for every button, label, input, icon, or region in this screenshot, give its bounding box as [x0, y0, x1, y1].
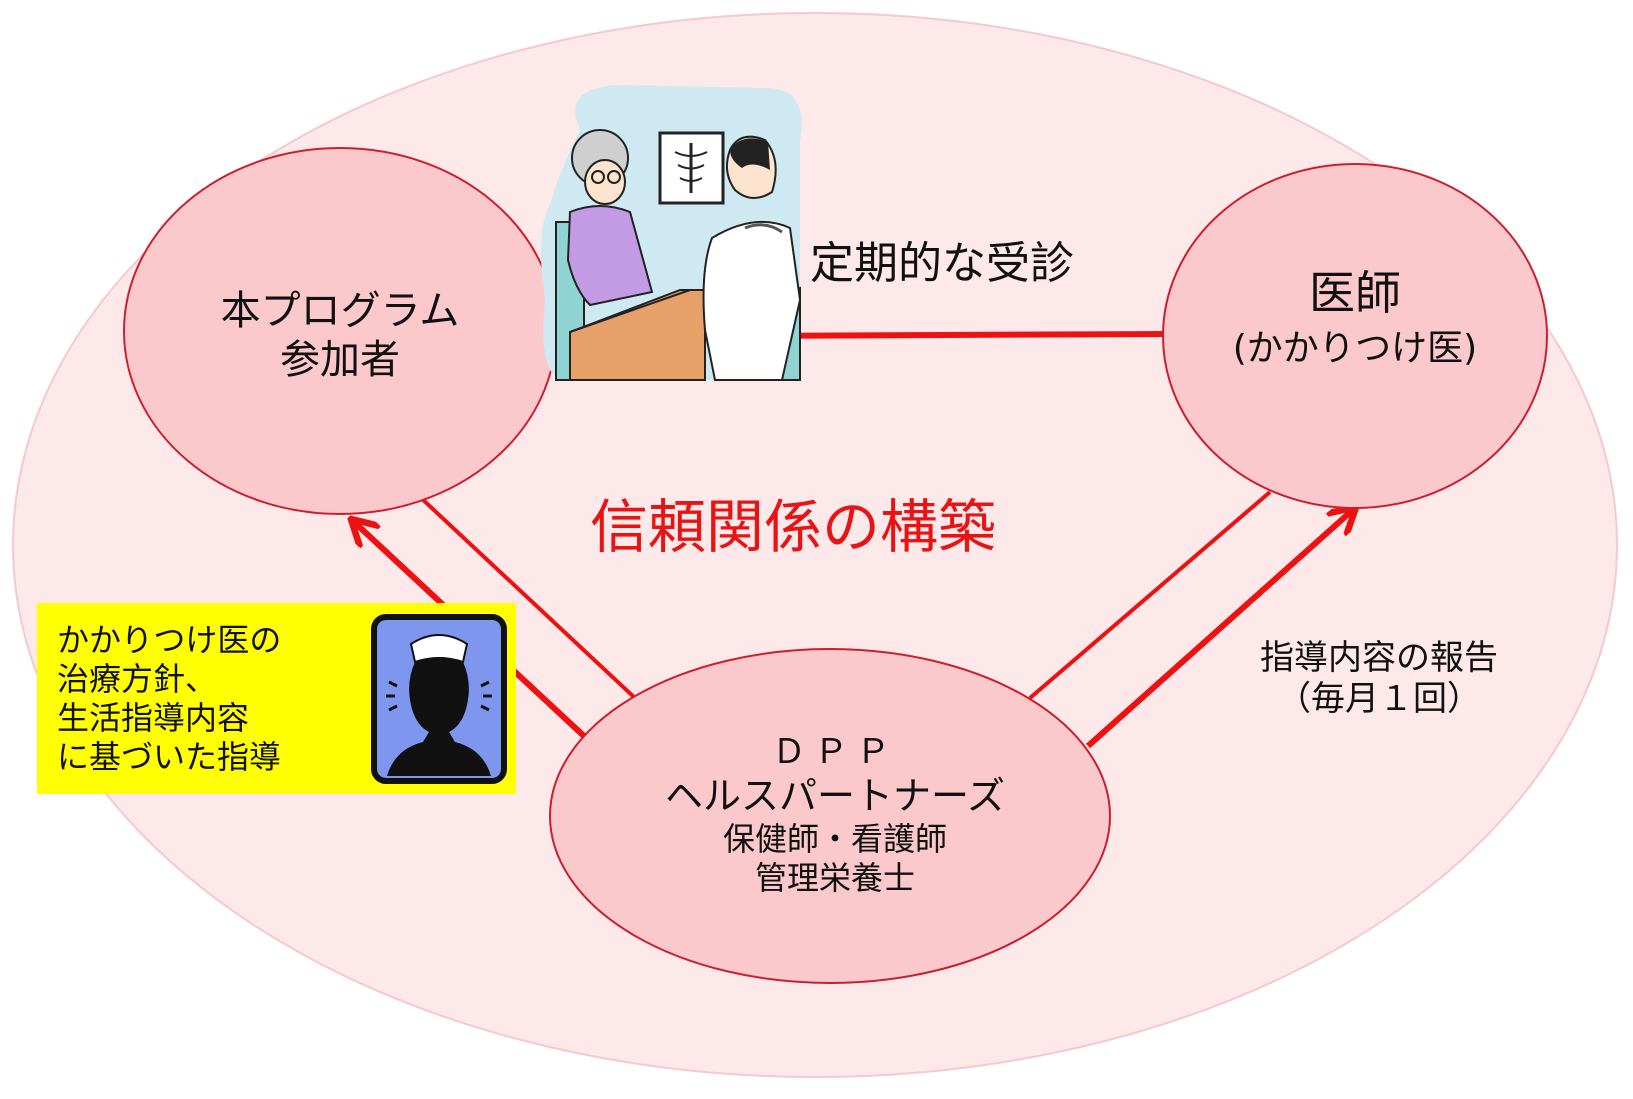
participant-label: 本プログラム 参加者 [125, 287, 555, 385]
dpp-label: ＤＰＰ ヘルスパートナーズ 保健師・看護師 管理栄養士 [560, 732, 1110, 898]
dpp-label-line-4: 管理栄養士 [754, 858, 915, 897]
guidance-text: かかりつけ医の 治療方針、 生活指導内容 に基づいた指導 [57, 621, 281, 777]
guidance-line-3: 生活指導内容 [57, 699, 250, 738]
guidance-line-2: 治療方針、 [57, 660, 218, 699]
report-label-line-2: （毎月１回） [1277, 679, 1481, 720]
doctor-label: 医師 (かかりつけ医) [1165, 265, 1545, 371]
report-label-line-1: 指導内容の報告 [1260, 638, 1498, 678]
doctor-node [1162, 163, 1548, 509]
guidance-line-1: かかりつけ医の [57, 621, 282, 659]
doctor-consultation-illustration [541, 85, 802, 381]
participant-label-line-2: 参加者 [280, 336, 400, 383]
guidance-box: かかりつけ医の 治療方針、 生活指導内容 に基づいた指導 [37, 603, 516, 794]
dpp-node [549, 648, 1111, 984]
nurse-silhouette-icon [371, 614, 507, 784]
report-label: 指導内容の報告 （毎月１回） [1260, 638, 1498, 721]
participant-label-line-1: 本プログラム [220, 288, 460, 334]
doctor-subtitle: (かかりつけ医) [1232, 328, 1478, 370]
arrow-report-to-doctor [1086, 508, 1355, 749]
connector-dpp-doctor [1028, 490, 1272, 700]
doctor-title: 医師 [1309, 266, 1401, 320]
guidance-line-4: に基づいた指導 [57, 738, 282, 777]
dpp-label-line-1: ＤＰＰ [772, 732, 898, 772]
dpp-label-line-3: 保健師・看護師 [722, 819, 947, 858]
connector-participant-dpp [418, 495, 637, 700]
trust-label: 信頼関係の構築 [590, 493, 997, 561]
checkup-label: 定期的な受診 [810, 238, 1074, 289]
dpp-label-line-2: ヘルスパートナーズ [664, 774, 1006, 819]
